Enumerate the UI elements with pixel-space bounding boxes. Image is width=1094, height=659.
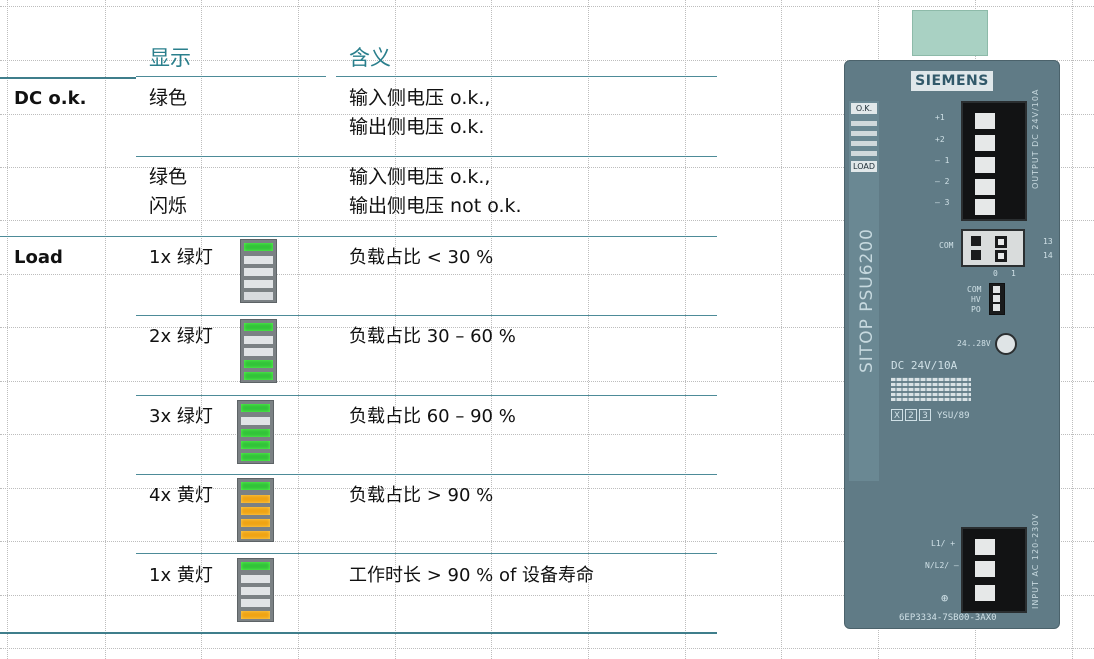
voltage-range-label: 24..28V (957, 339, 991, 348)
relay-terminal (961, 229, 1025, 267)
row-5-display: 3x 绿灯 (149, 406, 213, 427)
led-tag-load: LOAD (851, 161, 877, 172)
rating-label: DC 24V/10A (891, 359, 958, 372)
row-separator (136, 315, 717, 316)
switch-label: PO (971, 305, 981, 314)
com-label: COM (939, 241, 954, 250)
table-bottom-rule (0, 632, 717, 634)
model-label: SITOP PSU6200 (857, 228, 877, 373)
row-2-display: 绿色 (149, 166, 188, 188)
part-number: 6EP3334-7SB00-3AX0 (899, 613, 997, 623)
row-separator (136, 156, 717, 157)
led-strip-1-yellow (237, 558, 274, 622)
header-display: 显示 (149, 46, 191, 70)
input-terminal-label: N/L2/ – (925, 561, 959, 570)
row-1-meaning-line2: 输出侧电压 o.k. (349, 116, 485, 138)
row-2-meaning-line2: 输出侧电压 not o.k. (349, 195, 522, 217)
header-underline-meaning (336, 76, 717, 77)
brand-logo: SIEMENS (911, 71, 993, 91)
row-1-display: 绿色 (149, 87, 188, 109)
row-6-meaning: 负载占比 > 90 % (349, 485, 494, 506)
dip-switch[interactable] (989, 283, 1005, 315)
input-terminal-block (961, 527, 1027, 613)
led-tag-ok: O.K. (851, 103, 877, 114)
ground-icon: ⊕ (941, 591, 949, 605)
row-4-meaning: 负载占比 30 – 60 % (349, 326, 516, 347)
terminal-label: – 1 (935, 156, 950, 165)
led-strip-4-yellow (237, 478, 274, 542)
led-strip-1-green (240, 239, 277, 303)
category-dc-ok: DC o.k. (14, 88, 87, 109)
row-separator (136, 395, 717, 396)
relay-label: 14 (1043, 251, 1053, 260)
cert-marks: X 2 3 (891, 409, 931, 421)
input-terminal-label: L1/ + (931, 539, 956, 548)
device-mounting-tab (912, 10, 988, 56)
row-6-display: 4x 黄灯 (149, 485, 213, 506)
row-4-display: 2x 绿灯 (149, 326, 213, 347)
output-terminal-block (961, 101, 1027, 221)
terminal-label: +1 (935, 113, 945, 122)
terminal-label: +2 (935, 135, 945, 144)
led-panel: O.K. LOAD (849, 101, 879, 481)
switch-label: COM (967, 285, 982, 294)
voltage-adjust-knob[interactable] (995, 333, 1017, 355)
row-3-meaning: 负载占比 < 30 % (349, 247, 494, 268)
row-3-display: 1x 绿灯 (149, 247, 213, 268)
header-meaning: 含义 (349, 46, 391, 70)
input-label: INPUT AC 120-230V (1031, 513, 1040, 609)
row-7-display: 1x 黄灯 (149, 565, 213, 586)
cert-text: YSU/89 (937, 411, 970, 421)
switch-label: HV (971, 295, 981, 304)
row-2-meaning: 输入侧电压 o.k., (349, 166, 491, 188)
switch-state-0: 0 (993, 269, 998, 278)
row-separator (136, 474, 717, 475)
row-1-meaning: 输入侧电压 o.k., (349, 87, 491, 109)
switch-state-1: 1 (1011, 269, 1016, 278)
category-load: Load (14, 247, 63, 268)
led-strip-3-green (237, 400, 274, 464)
output-label: OUTPUT DC 24V/10A (1031, 88, 1040, 189)
row-separator-top-left (0, 77, 136, 79)
header-underline-display (136, 76, 326, 77)
row-5-meaning: 负载占比 60 – 90 % (349, 406, 516, 427)
row-2-display-line2: 闪烁 (149, 195, 188, 217)
row-7-meaning: 工作时长 > 90 % of 设备寿命 (349, 565, 595, 586)
row-separator (0, 236, 717, 237)
relay-label: 13 (1043, 237, 1053, 246)
terminal-label: – 2 (935, 177, 950, 186)
terminal-label: – 3 (935, 198, 950, 207)
led-strip-2-green (240, 319, 277, 383)
row-separator (136, 553, 717, 554)
power-supply-device: SIEMENS O.K. LOAD SITOP PSU6200 +1 +2 – … (844, 60, 1060, 629)
